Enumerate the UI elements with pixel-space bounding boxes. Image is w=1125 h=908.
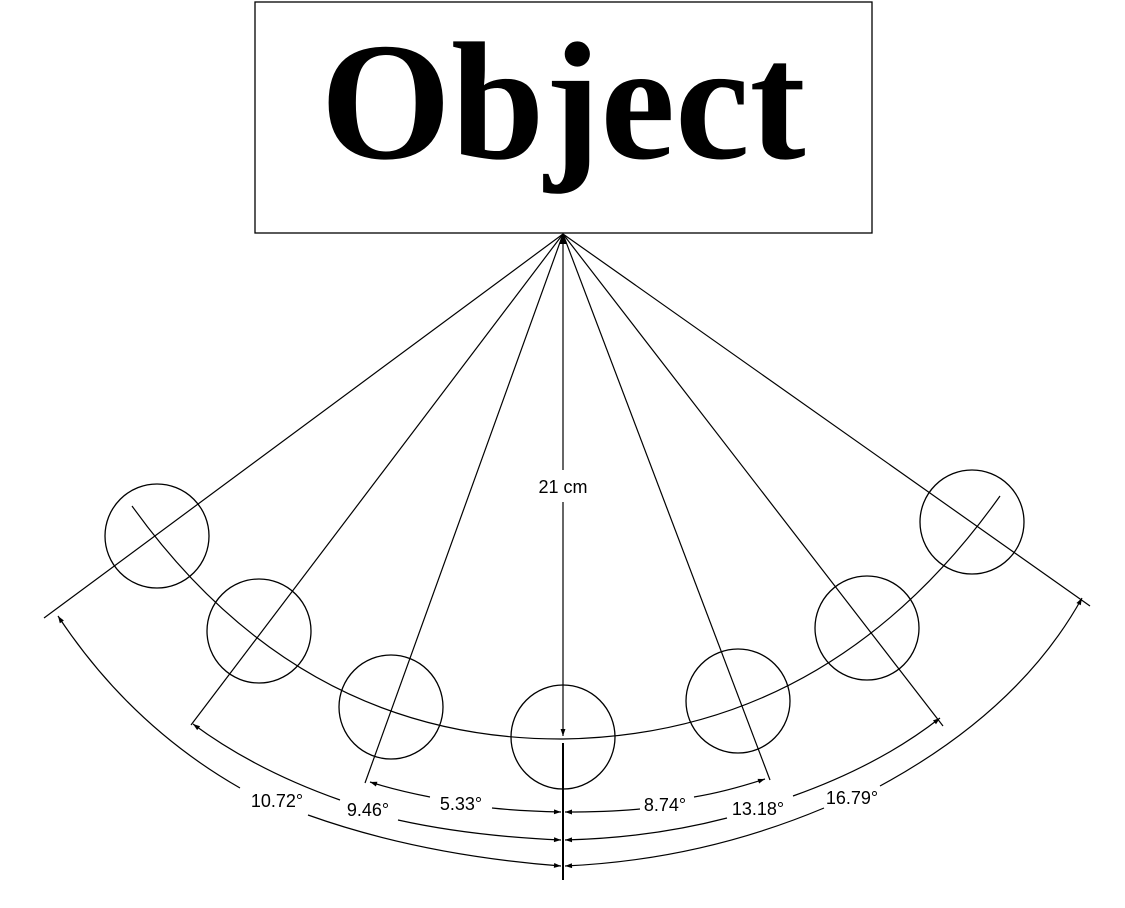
rays	[43, 233, 1091, 880]
target-circle-center	[510, 684, 616, 790]
ray-right-2	[562, 233, 944, 727]
ray-left-2	[190, 233, 564, 726]
angle-label-right-3: 16.79°	[826, 788, 878, 808]
target-circle-right-2	[814, 575, 920, 681]
target-circle-left-2	[206, 578, 312, 684]
target-circle-right-3	[919, 469, 1025, 575]
target-circles	[104, 469, 1025, 790]
target-circle-left-1	[338, 654, 444, 760]
angle-label-right-2: 13.18°	[732, 799, 784, 819]
ray-left-3	[43, 233, 564, 619]
object-box: Object	[254, 1, 873, 234]
target-circle-right-1	[685, 648, 791, 754]
ray-left-1	[364, 233, 564, 784]
distance-label: 21 cm	[538, 477, 587, 497]
ray-right-3	[562, 233, 1091, 607]
angle-label-left-3: 10.72°	[251, 791, 303, 811]
angle-labels: 5.33° 9.46° 10.72° 8.74° 13.18° 16.79°	[251, 788, 878, 820]
target-circle-left-3	[104, 483, 210, 589]
object-title: Object	[320, 9, 805, 195]
position-arc	[131, 495, 1001, 740]
angle-label-right-1: 8.74°	[644, 795, 686, 815]
ray-right-1	[562, 233, 771, 781]
angle-label-left-2: 9.46°	[347, 800, 389, 820]
angle-dimensions	[57, 597, 1083, 869]
angle-label-left-1: 5.33°	[440, 794, 482, 814]
